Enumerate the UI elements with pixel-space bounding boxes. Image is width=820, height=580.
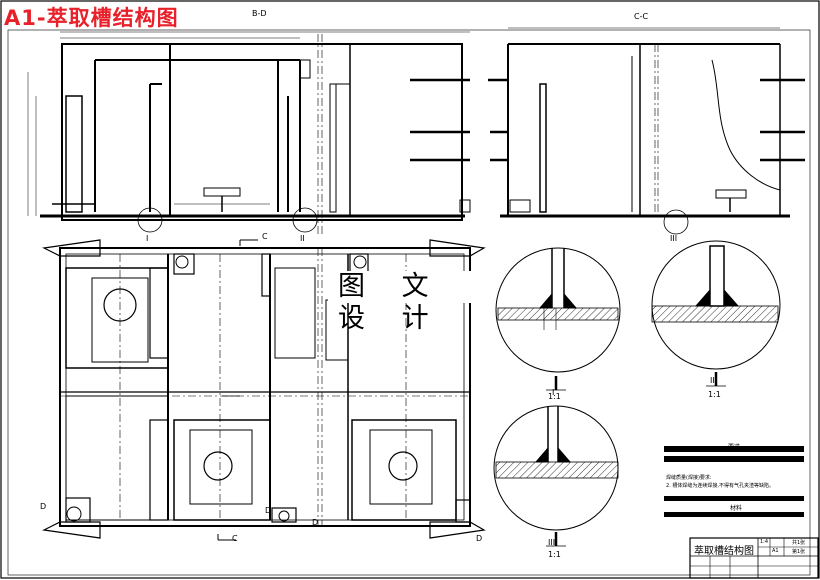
titleblock-sheet-no: 第1张 [792,549,806,555]
mark-d-1: D [40,502,47,511]
section-view-cc [488,27,805,235]
callout-2: II [300,234,305,243]
title-block [689,537,819,579]
section-view-bd [27,31,471,236]
mark-d-2: D [265,506,272,515]
titleblock-size: A1 [772,548,779,554]
notes-footer: 材料 [730,505,743,512]
detail-3-scale: 1:1 [548,550,561,559]
frame-border [7,29,811,576]
detail-1-scale: 1:1 [548,392,561,401]
view-label-bd: B-D [252,9,267,18]
section-mark-c-bottom: C [232,534,238,543]
section-mark-c-top: C [262,232,268,241]
titleblock-name: 萃取槽结构图 [694,546,754,557]
notes-line-1: 焊缝质量(焊接)要求: [666,475,712,481]
detail-1-roman: I [552,388,555,397]
callout-3: III [670,234,678,243]
view-label-cc: C-C [634,12,649,21]
titleblock-scale: 1:4 [760,539,769,545]
callout-1: I [146,234,149,243]
detail-view-2 [651,240,781,387]
detail-view-1 [495,247,621,391]
mark-d-3: D [312,518,319,527]
plan-view [42,239,486,541]
notes-block [664,446,804,517]
detail-2-roman: II [710,376,715,385]
drawing-title: A1-萃取槽结构图 [4,6,179,30]
detail-3-roman: III [548,538,556,547]
detail-view-3 [493,405,619,547]
notes-line-2: 2. 槽体焊缝为连续焊接,不得有气孔夹渣等缺陷。 [666,483,774,489]
titleblock-sheets: 共1张 [792,540,806,546]
watermark-overlay: 图 文 设 计 [328,271,496,334]
mark-d-4: D [476,534,483,543]
notes-heading: 要求 [728,444,741,451]
detail-2-scale: 1:1 [708,390,721,399]
